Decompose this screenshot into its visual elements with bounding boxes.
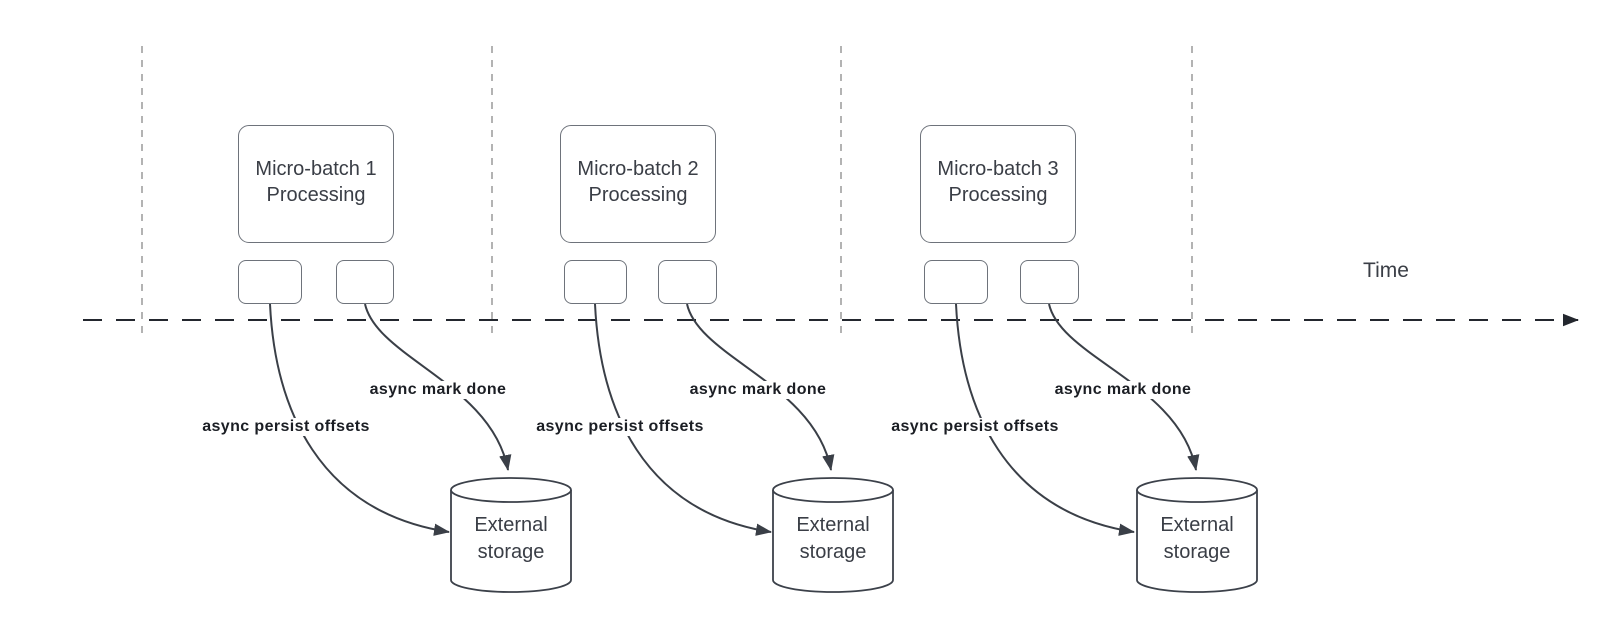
mark-done-label-1: async mark done <box>366 381 510 399</box>
micro-batch-3-subtask-box-left <box>924 260 988 304</box>
micro-batch-3-processing-box: Micro-batch 3 Processing <box>920 125 1076 243</box>
mark-done-label-2: async mark done <box>686 381 830 399</box>
micro-batch-2-processing-box: Micro-batch 2 Processing <box>560 125 716 243</box>
time-axis-label: Time <box>1363 259 1409 282</box>
external-storage-cylinder-3 <box>1136 477 1258 593</box>
mark-done-arrow-1 <box>364 303 512 471</box>
micro-batch-2-subtask-box-left <box>564 260 627 304</box>
micro-batch-1-processing-label: Micro-batch 1 Processing <box>255 157 377 206</box>
external-storage-cylinder-2 <box>772 477 894 593</box>
micro-batch-3-subtask-box-right <box>1020 260 1079 304</box>
persist-offsets-label-3: async persist offsets <box>888 418 1062 436</box>
external-storage-label-3: External storage <box>1160 514 1234 563</box>
micro-batch-1-processing-box: Micro-batch 1 Processing <box>238 125 394 243</box>
micro-batch-2-processing-label: Micro-batch 2 Processing <box>577 157 699 206</box>
external-storage-cylinder-1 <box>450 477 572 593</box>
external-storage-label-2: External storage <box>796 514 870 563</box>
persist-offsets-arrow-2 <box>594 303 772 536</box>
micro-batch-1-subtask-box-right <box>336 260 394 304</box>
micro-batch-1-subtask-box-left <box>238 260 302 304</box>
mark-done-label-3: async mark done <box>1051 381 1195 399</box>
micro-batch-3-processing-label: Micro-batch 3 Processing <box>937 157 1059 206</box>
micro-batch-2-subtask-box-right <box>658 260 717 304</box>
mark-done-arrow-2 <box>686 303 835 471</box>
persist-offsets-label-1: async persist offsets <box>199 418 373 436</box>
persist-offsets-arrow-1 <box>269 303 450 536</box>
external-storage-label-1: External storage <box>474 514 548 563</box>
persist-offsets-label-2: async persist offsets <box>533 418 707 436</box>
persist-offsets-arrow-3 <box>955 303 1135 536</box>
mark-done-arrow-3 <box>1048 303 1200 471</box>
